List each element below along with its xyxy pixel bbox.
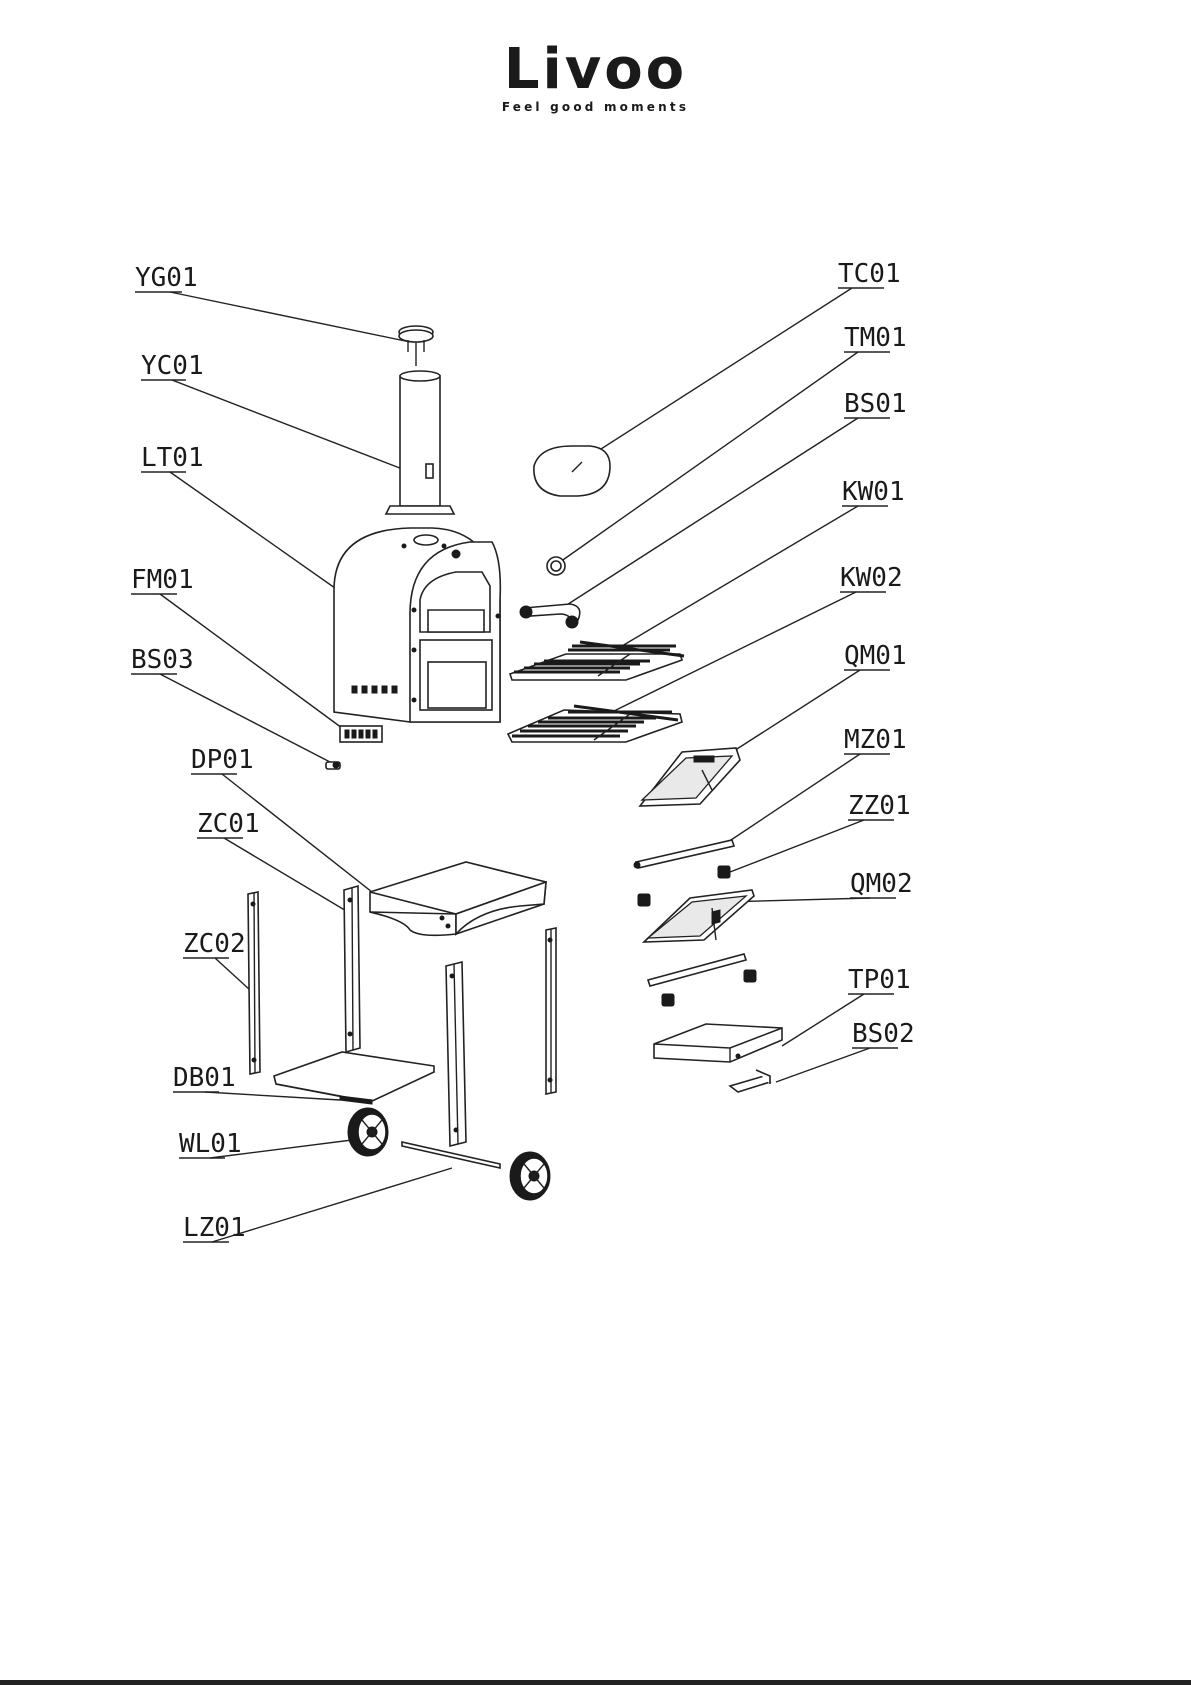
part-chimney-pipe: [386, 371, 454, 514]
label-dp01: DP01: [191, 745, 254, 775]
part-nut-b: [638, 894, 650, 906]
label-db01: DB01: [173, 1063, 236, 1093]
part-front-leg-left: [248, 892, 260, 1074]
part-wheel-right: [510, 1152, 550, 1200]
label-tm01: TM01: [844, 323, 907, 353]
callout-yg01: YG01: [135, 263, 410, 342]
callout-zz01: ZZ01: [730, 791, 911, 872]
label-lt01: LT01: [141, 443, 204, 473]
label-qm02: QM02: [850, 869, 913, 899]
label-mz01: MZ01: [844, 725, 907, 755]
label-kw01: KW01: [842, 477, 905, 507]
callout-lz01: LZ01: [183, 1168, 452, 1243]
callout-mz01: MZ01: [728, 725, 907, 842]
part-support-tube-upper: [634, 840, 734, 868]
part-side-bracket-upper: [640, 748, 740, 806]
part-nut-c: [744, 970, 756, 982]
label-tp01: TP01: [848, 965, 911, 995]
part-cover-plate: [534, 446, 610, 496]
callout-kw02: KW02: [612, 563, 903, 712]
label-tc01: TC01: [838, 259, 901, 289]
part-bottom-shelf: [274, 1052, 434, 1104]
part-top-shelf: [370, 862, 546, 935]
part-door-handle: [520, 604, 580, 628]
part-grill-rack-upper: [510, 642, 684, 680]
part-tray-handle: [730, 1070, 770, 1092]
part-knob: [326, 762, 340, 769]
part-support-tube-lower: [648, 954, 746, 986]
part-vent-plate: [340, 726, 382, 742]
callout-zc01: ZC01: [197, 809, 348, 912]
label-fm01: FM01: [131, 565, 194, 595]
label-lz01: LZ01: [183, 1213, 246, 1243]
callout-wl01: WL01: [179, 1129, 352, 1159]
part-nut-a: [718, 866, 730, 878]
part-rear-leg-right: [446, 962, 466, 1146]
label-bs02: BS02: [852, 1019, 915, 1049]
callout-zc02: ZC02: [183, 929, 250, 990]
label-qm01: QM01: [844, 641, 907, 671]
label-bs01: BS01: [844, 389, 907, 419]
part-rear-leg-left: [344, 886, 360, 1052]
part-chimney-cap: [399, 326, 433, 366]
callout-kw01: KW01: [622, 477, 905, 646]
part-thermometer: [547, 557, 565, 575]
part-grill-rack-lower: [508, 706, 682, 742]
part-front-leg-right: [546, 928, 556, 1094]
part-nut-d: [662, 994, 674, 1006]
page-bottom-edge: [0, 1680, 1191, 1685]
callout-tc01: TC01: [576, 259, 901, 465]
label-bs03: BS03: [131, 645, 194, 675]
label-yg01: YG01: [135, 263, 198, 293]
label-zz01: ZZ01: [848, 791, 911, 821]
callout-bs02: BS02: [776, 1019, 915, 1082]
part-side-bracket-lower: [644, 890, 754, 942]
part-wheel-left: [348, 1108, 388, 1156]
label-zc01: ZC01: [197, 809, 260, 839]
part-ash-tray: [654, 1024, 782, 1062]
label-yc01: YC01: [141, 351, 204, 381]
label-zc02: ZC02: [183, 929, 246, 959]
part-oven-body: [334, 528, 500, 722]
label-kw02: KW02: [840, 563, 903, 593]
